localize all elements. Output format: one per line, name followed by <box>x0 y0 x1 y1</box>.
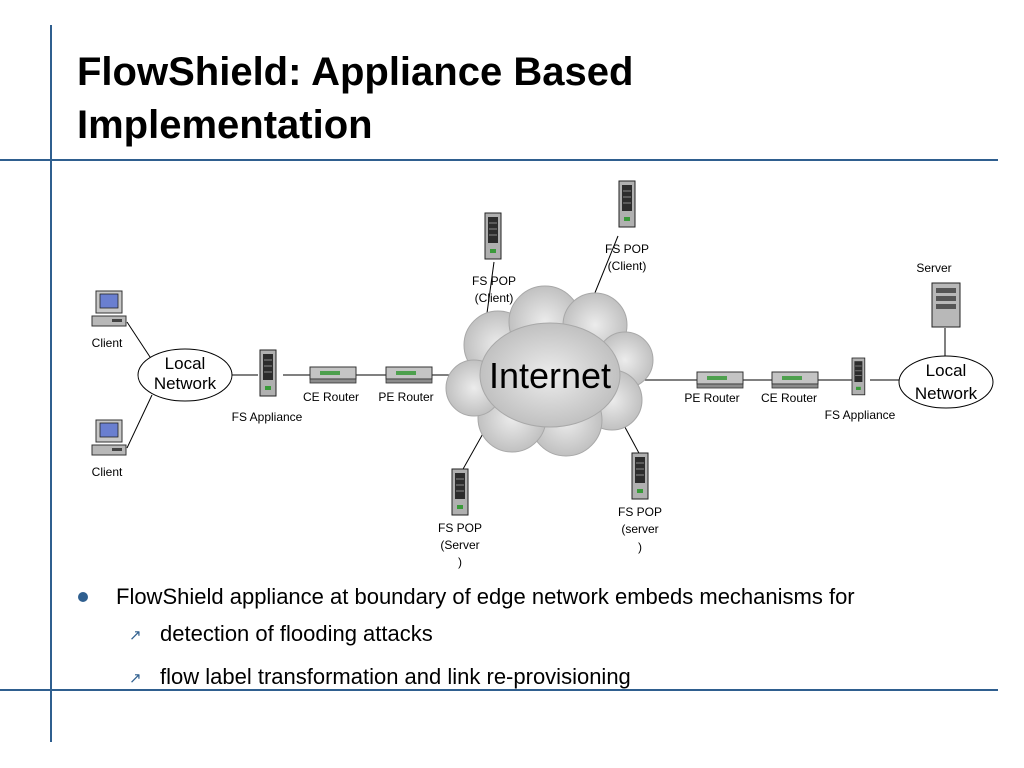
left-pe-router-label: PE Router <box>378 390 433 404</box>
left-accent-rule <box>50 25 52 742</box>
arrow-bullet-icon: ↗ <box>129 627 142 644</box>
client-bottom-pc-icon <box>91 419 127 456</box>
fs-pop-bottom-right-line1: FS POP <box>618 505 662 519</box>
fs-pop-top-left-line1: FS POP <box>472 274 516 288</box>
bullet-sub-1: detection of flooding attacks <box>160 621 433 646</box>
title-divider <box>0 159 998 161</box>
right-pe-router-label: PE Router <box>684 391 739 405</box>
left-fs-appliance-icon <box>259 349 277 397</box>
fs-pop-bottom-left-server-icon <box>451 468 469 516</box>
right-ce-router-icon <box>771 371 819 389</box>
client-bottom-label: Client <box>92 465 123 479</box>
title-line-2: Implementation <box>77 103 373 147</box>
slide-title: FlowShield: Appliance Based Implementati… <box>77 46 977 152</box>
right-local-network-line2: Network <box>915 384 978 403</box>
internet-cloud: Internet <box>445 285 654 457</box>
arrow-bullet-icon: ↗ <box>129 670 142 687</box>
fs-pop-top-right-line2: (Client) <box>608 259 647 273</box>
bullet-dot <box>78 592 88 602</box>
left-local-network-line2: Network <box>154 374 217 393</box>
left-fs-appliance-label: FS Appliance <box>232 410 303 424</box>
right-local-network: Local Network <box>898 355 994 409</box>
bullet-main: FlowShield appliance at boundary of edge… <box>116 584 855 609</box>
fs-pop-bottom-right-server-icon <box>631 452 649 500</box>
fs-pop-bottom-right-line3: ) <box>638 540 642 554</box>
server-icon <box>931 282 961 328</box>
right-pe-router-icon <box>696 371 744 389</box>
footer-divider <box>0 689 998 691</box>
client-top-label: Client <box>92 336 123 350</box>
left-ce-router-icon <box>309 366 357 384</box>
right-local-network-line1: Local <box>926 361 967 380</box>
left-local-network: Local Network <box>137 348 233 402</box>
left-local-network-line1: Local <box>165 354 206 373</box>
fs-pop-bottom-left-line2: (Server <box>440 538 479 552</box>
bullet-sub-2: flow label transformation and link re-pr… <box>160 664 631 689</box>
title-line-1: FlowShield: Appliance Based <box>77 50 634 94</box>
fs-pop-bottom-left-line1: FS POP <box>438 521 482 535</box>
server-label: Server <box>916 261 951 275</box>
right-fs-appliance-icon <box>851 357 866 396</box>
right-ce-router-label: CE Router <box>761 391 817 405</box>
fs-pop-top-left-server-icon <box>484 212 502 260</box>
fs-pop-top-right-line1: FS POP <box>605 242 649 256</box>
client-top-pc-icon <box>91 290 127 327</box>
fs-pop-bottom-left-line3: ) <box>458 555 462 569</box>
fs-pop-top-right-server-icon <box>618 180 636 228</box>
internet-label: Internet <box>489 355 611 396</box>
right-fs-appliance-label: FS Appliance <box>825 408 896 422</box>
left-ce-router-label: CE Router <box>303 390 359 404</box>
left-pe-router-icon <box>385 366 433 384</box>
fs-pop-top-left-line2: (Client) <box>475 291 514 305</box>
fs-pop-bottom-right-line2: (server <box>621 522 658 536</box>
